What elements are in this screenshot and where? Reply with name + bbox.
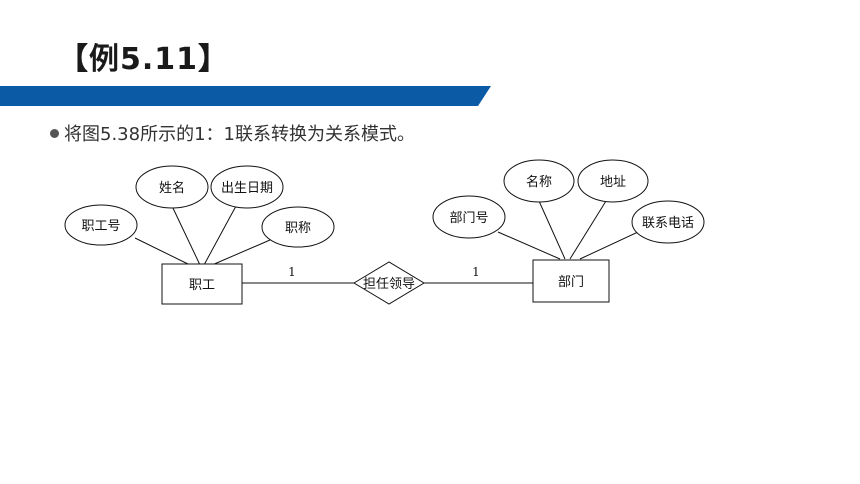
- attr-label-dept-id: 部门号: [449, 211, 488, 226]
- attr-ellipse-dept-name: [503, 159, 575, 203]
- edge-dept-address: [569, 200, 607, 260]
- relationship-diamond: [353, 261, 425, 305]
- edge-dept-name: [538, 200, 566, 260]
- entity-employee: [161, 263, 243, 305]
- edge-employee-title: [211, 239, 271, 266]
- bullet-dot-icon: [50, 129, 59, 138]
- attr-ellipse-employee-id: [64, 204, 138, 246]
- attr-ellipse-employee-birthdate: [210, 165, 284, 209]
- title-band: [0, 86, 491, 106]
- cardinality-department: 1: [472, 265, 480, 279]
- attr-label-employee-title: 职称: [285, 221, 311, 236]
- cardinality-employee: 1: [288, 265, 296, 279]
- entity-label-employee: 职工: [189, 278, 215, 293]
- edge-dept-id: [497, 231, 561, 260]
- attr-label-dept-address: 地址: [600, 175, 626, 190]
- edge-employee-id: [134, 237, 191, 266]
- relationship-label: 担任领导: [363, 277, 415, 292]
- attr-label-employee-name: 姓名: [159, 180, 185, 196]
- attr-ellipse-dept-address: [577, 159, 649, 203]
- attr-label-dept-phone: 联系电话: [642, 216, 694, 231]
- attr-label-employee-id: 职工号: [81, 219, 120, 234]
- edge-dept-phone: [579, 231, 639, 260]
- attr-label-employee-birthdate: 出生日期: [221, 181, 273, 196]
- page-title: 【例5.11】: [58, 42, 230, 77]
- attr-ellipse-employee-name: [135, 165, 209, 209]
- attr-ellipse-dept-id: [432, 195, 506, 239]
- bullet-text: 将图5.38所示的1：1联系转换为关系模式。: [64, 124, 415, 145]
- edge-employee-name: [171, 205, 201, 266]
- attr-ellipse-employee-title: [261, 206, 335, 248]
- attr-ellipse-dept-phone: [631, 200, 705, 244]
- entity-label-department: 部门: [558, 275, 584, 290]
- edge-employee-birthdate: [203, 205, 237, 266]
- entity-department: [532, 259, 610, 303]
- attr-label-dept-name: 名称: [526, 174, 552, 190]
